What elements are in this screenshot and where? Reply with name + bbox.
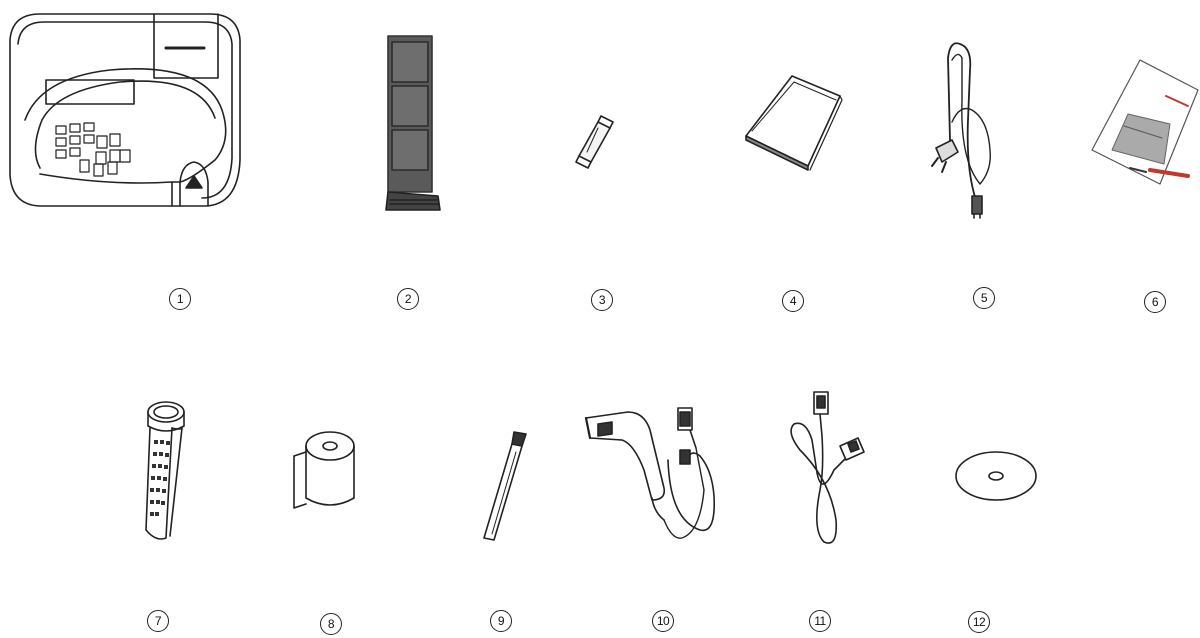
callout-number-11: 11 <box>809 610 831 632</box>
strip-container-tube-illustration <box>146 402 184 539</box>
callout-number-2: 2 <box>397 288 419 310</box>
manual-illustration <box>1092 60 1198 184</box>
barcode-scanner-illustration <box>586 408 714 538</box>
callout-number-8: 8 <box>320 613 342 635</box>
callout-number-3: 3 <box>591 289 613 311</box>
analyzer-illustration <box>10 14 240 206</box>
booklet-illustration <box>746 76 842 170</box>
printer-paper-roll-illustration <box>294 432 354 508</box>
test-strip-tray-illustration <box>386 36 440 210</box>
callout-number-1: 1 <box>169 288 191 310</box>
cd-disc-illustration <box>956 452 1036 500</box>
serial-cable-illustration <box>791 392 864 543</box>
power-cord-illustration <box>932 43 990 218</box>
fuse-illustration <box>576 116 613 168</box>
callout-number-7: 7 <box>147 610 169 632</box>
callout-number-10: 10 <box>652 610 674 632</box>
callout-number-9: 9 <box>490 610 512 632</box>
callout-number-5: 5 <box>973 287 995 309</box>
callout-number-6: 6 <box>1144 291 1166 313</box>
stylus-stick-illustration <box>484 432 526 540</box>
callout-number-12: 12 <box>968 611 990 633</box>
callout-number-4: 4 <box>782 290 804 312</box>
